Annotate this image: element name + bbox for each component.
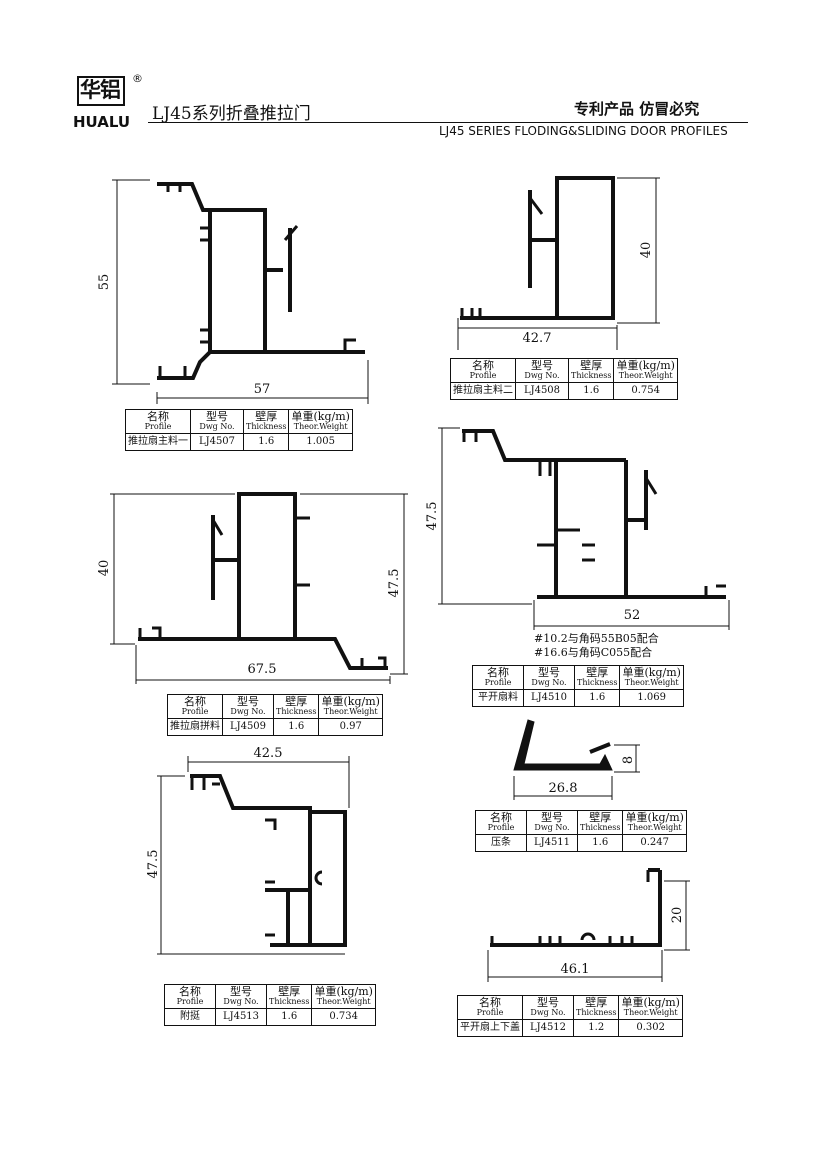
profile-lj4508-drawing: 40 42.7 — [457, 176, 660, 350]
spec-name: 附挺 — [164, 1008, 216, 1026]
profile-lj4509-drawing: 40 47.5 67.5 — [97, 492, 408, 684]
dim-lj4511-width: 26.8 — [549, 781, 578, 796]
dim-lj4507-width: 57 — [254, 382, 271, 397]
dim-lj4513-width: 42.5 — [254, 746, 283, 761]
dim-lj4510-height: 47.5 — [425, 502, 440, 531]
dim-lj4513-height: 47.5 — [146, 850, 161, 879]
spec-dwg: LJ4512 — [522, 1019, 574, 1037]
spec-name: 平开扇上下盖 — [457, 1019, 523, 1037]
registered-mark: ® — [132, 72, 143, 85]
spec-weight: 0.754 — [613, 382, 678, 400]
brand-logo-frame — [77, 76, 125, 106]
spec-dwg: LJ4511 — [526, 834, 578, 852]
spec-thickness: 1.6 — [265, 1008, 313, 1026]
spec-thickness: 1.6 — [242, 433, 290, 451]
spec-dwg: LJ4510 — [523, 689, 575, 707]
page-title-en: LJ45 SERIES FLODING&SLIDING DOOR PROFILE… — [439, 124, 728, 138]
dim-lj4512-height: 20 — [670, 907, 685, 924]
spec-thickness: 1.6 — [576, 834, 624, 852]
profile-lj4510-drawing: 47.5 52 — [425, 427, 730, 630]
dim-lj4510-width: 52 — [624, 608, 641, 623]
spec-name: 推拉扇主料二 — [450, 382, 516, 400]
spec-weight: 1.069 — [619, 689, 684, 707]
spec-thickness: 1.6 — [567, 382, 615, 400]
dim-lj4508-height: 40 — [639, 242, 654, 259]
spec-dwg: LJ4508 — [515, 382, 569, 400]
profile-lj4513-drawing: 47.5 42.5 — [146, 746, 350, 955]
dim-lj4508-width: 42.7 — [523, 331, 552, 346]
spec-dwg: LJ4513 — [215, 1008, 267, 1026]
profile-lj4512-drawing: 20 46.1 — [487, 868, 690, 982]
dim-lj4509-height: 40 — [97, 560, 112, 577]
spec-name: 推拉扇主料一 — [125, 433, 191, 451]
spec-weight: 0.302 — [618, 1019, 683, 1037]
spec-dwg: LJ4507 — [190, 433, 244, 451]
spec-thickness: 1.6 — [272, 718, 320, 736]
patent-notice: 专利产品 仿冒必究 — [574, 100, 700, 118]
dim-lj4509-height2: 47.5 — [387, 569, 402, 598]
dim-lj4509-width: 67.5 — [248, 662, 277, 677]
brand-logo-cn: 华铝 — [80, 78, 121, 102]
spec-weight: 0.734 — [311, 1008, 376, 1026]
dim-lj4507-height: 55 — [97, 274, 112, 291]
note-line-1: #10.2与角码55B05配合 — [534, 632, 659, 645]
profile-lj4507-drawing: 55 57 — [97, 179, 369, 404]
dim-lj4512-width: 46.1 — [561, 962, 590, 977]
spec-dwg: LJ4509 — [222, 718, 274, 736]
spec-weight: 0.247 — [622, 834, 687, 852]
profile-lj4511-drawing: 8 26.8 — [513, 719, 640, 800]
spec-weight: 0.97 — [318, 718, 383, 736]
spec-thickness: 1.6 — [573, 689, 621, 707]
brand-logo-en: HUALU — [73, 113, 131, 131]
spec-weight: 1.005 — [288, 433, 353, 451]
spec-name: 压条 — [475, 834, 527, 852]
note-line-2: #16.6与角码C055配合 — [534, 646, 653, 659]
spec-name: 推拉扇拼料 — [167, 718, 223, 736]
page-title-cn: LJ45系列折叠推拉门 — [152, 104, 311, 124]
header-rule — [148, 122, 748, 123]
spec-thickness: 1.2 — [572, 1019, 620, 1037]
dim-lj4511-height: 8 — [621, 756, 636, 764]
spec-name: 平开扇料 — [472, 689, 524, 707]
